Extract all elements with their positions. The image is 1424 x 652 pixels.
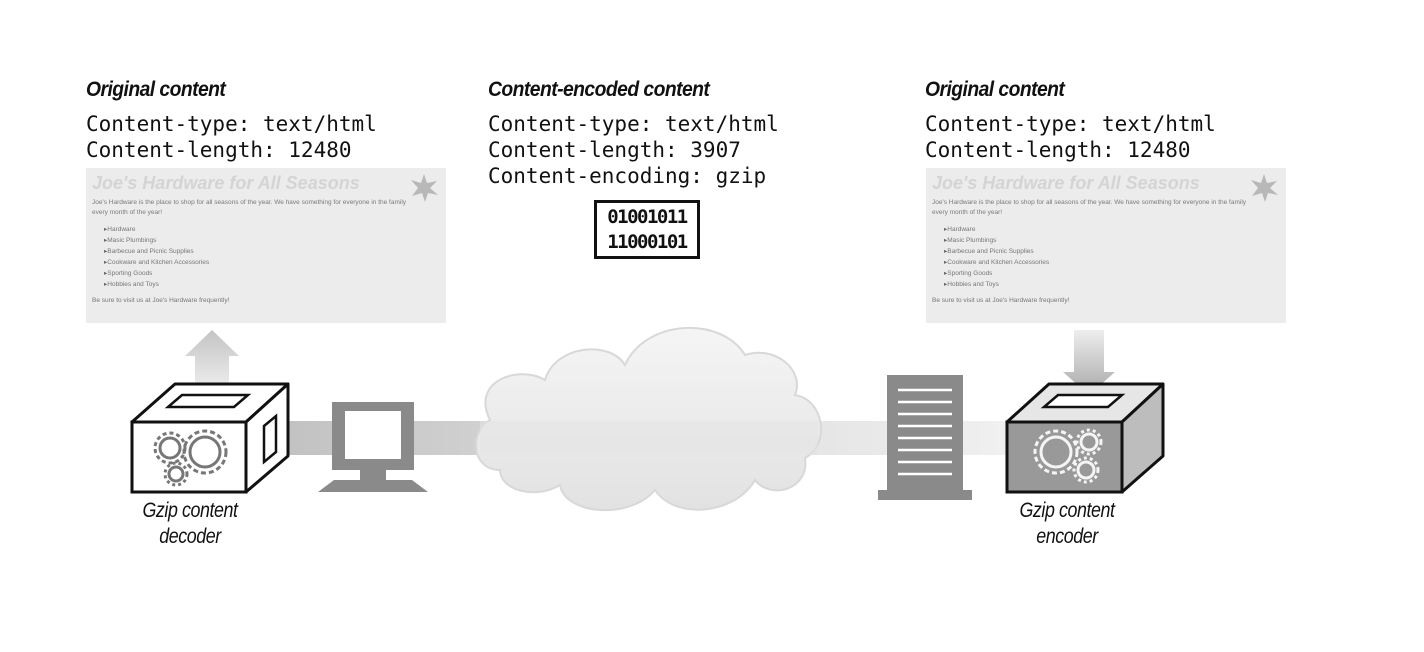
middle-content-type: Content-type: text/html <box>488 112 779 136</box>
gear-icon <box>1033 428 1103 484</box>
middle-heading: Content-encoded content <box>488 78 710 101</box>
list-item: Hardware <box>104 224 440 235</box>
cloud-icon <box>475 326 822 511</box>
page-footer: Be sure to visit us at Joe's Hardware fr… <box>92 297 230 304</box>
leaf-icon <box>1251 174 1278 202</box>
server-icon <box>878 375 972 500</box>
decoder-caption-line1: Gzip content <box>142 499 238 522</box>
list-item: Sporting Goods <box>944 268 1280 279</box>
arrow-down-icon <box>1063 330 1115 395</box>
right-heading: Original content <box>925 78 1065 101</box>
list-item: Cookware and Kitchen Accessories <box>944 257 1280 268</box>
computer-icon <box>318 402 428 492</box>
web-page-thumbnail-left: Joe's Hardware for All Seasons Joe's Har… <box>86 168 446 323</box>
decoder-caption: Gzip content decoder <box>139 498 241 550</box>
encoded-binary-block: 01001011 11000101 <box>594 200 700 259</box>
decoder-caption-line2: decoder <box>159 525 221 548</box>
middle-content-encoding: Content-encoding: gzip <box>488 164 767 188</box>
page-intro: Joe's Hardware is the place to shop for … <box>92 199 407 216</box>
middle-content-length: Content-length: 3907 <box>488 138 741 162</box>
gzip-decoder-box <box>130 382 290 494</box>
right-content-length: Content-length: 12480 <box>925 138 1191 162</box>
list-item: Hardware <box>944 224 1280 235</box>
list-item: Barbecue and Picnic Supplies <box>104 246 440 257</box>
binary-line: 11000101 <box>607 231 688 253</box>
encoder-caption: Gzip content encoder <box>1016 498 1118 550</box>
list-item: Hobbies and Toys <box>944 279 1280 290</box>
encoder-caption-line1: Gzip content <box>1019 499 1115 522</box>
gzip-encoder-box <box>1005 382 1165 494</box>
page-footer: Be sure to visit us at Joe's Hardware fr… <box>932 297 1070 304</box>
left-heading: Original content <box>86 78 226 101</box>
page-item-list: Hardware Masic Plumbings Barbecue and Pi… <box>104 224 440 290</box>
left-content-type: Content-type: text/html <box>86 112 377 136</box>
web-page-thumbnail-right: Joe's Hardware for All Seasons Joe's Har… <box>926 168 1286 323</box>
list-item: Sporting Goods <box>104 268 440 279</box>
encoder-caption-line2: encoder <box>1036 525 1098 548</box>
gear-icon <box>153 429 228 487</box>
page-intro: Joe's Hardware is the place to shop for … <box>932 199 1247 216</box>
list-item: Hobbies and Toys <box>104 279 440 290</box>
page-title: Joe's Hardware for All Seasons <box>92 173 360 193</box>
list-item: Masic Plumbings <box>944 235 1280 246</box>
leaf-icon <box>411 174 438 202</box>
left-content-length: Content-length: 12480 <box>86 138 352 162</box>
arrow-up-icon <box>185 330 239 395</box>
page-title: Joe's Hardware for All Seasons <box>932 173 1200 193</box>
binary-line: 01001011 <box>607 206 688 228</box>
page-item-list: Hardware Masic Plumbings Barbecue and Pi… <box>944 224 1280 290</box>
list-item: Masic Plumbings <box>104 235 440 246</box>
right-content-type: Content-type: text/html <box>925 112 1216 136</box>
list-item: Cookware and Kitchen Accessories <box>104 257 440 268</box>
list-item: Barbecue and Picnic Supplies <box>944 246 1280 257</box>
